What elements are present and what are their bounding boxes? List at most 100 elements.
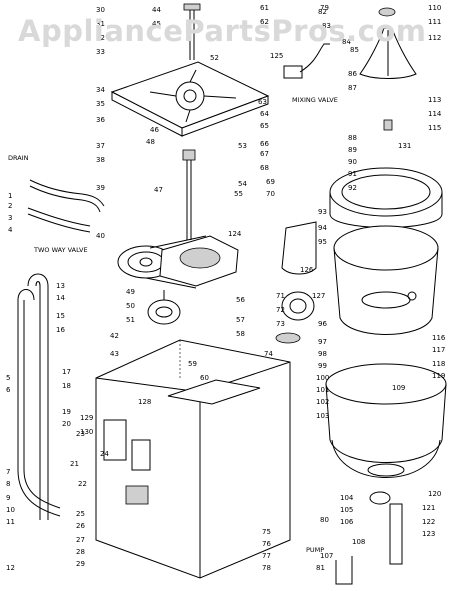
callout-77: 77 [262, 552, 271, 560]
callout-45: 45 [152, 20, 161, 28]
callout-108: 108 [352, 538, 365, 546]
callout-127: 127 [312, 292, 325, 300]
callout-117: 117 [432, 346, 445, 354]
callout-47: 47 [154, 186, 163, 194]
callout-63: 63 [258, 98, 267, 106]
callout-128: 128 [138, 398, 151, 406]
callout-85: 85 [350, 46, 359, 54]
callout-3: 3 [8, 214, 12, 222]
callout-87: 87 [348, 84, 357, 92]
callout-7: 7 [6, 468, 10, 476]
callout-62: 62 [260, 18, 269, 26]
callout-71: 71 [276, 292, 285, 300]
callout-78: 78 [262, 564, 271, 572]
callout-54: 54 [238, 180, 247, 188]
callout-4: 4 [8, 226, 13, 234]
callout-22: 22 [78, 480, 87, 488]
agitator [359, 7, 417, 131]
callout-89: 89 [348, 146, 357, 154]
callout-72: 72 [276, 306, 285, 314]
callout-111: 111 [428, 18, 441, 26]
callout-36: 36 [96, 116, 105, 124]
callout-14: 14 [56, 294, 65, 302]
label-mixing-valve: MIXING VALVE [292, 96, 338, 104]
callout-99: 99 [318, 362, 327, 370]
callout-27: 27 [76, 536, 85, 544]
callout-32: 32 [96, 34, 105, 42]
callout-layer: 3031323334353637383940123444454647484243… [6, 4, 446, 572]
callout-11: 11 [6, 518, 15, 526]
callout-110: 110 [428, 4, 441, 12]
callout-50: 50 [126, 302, 135, 310]
callout-30: 30 [96, 6, 105, 14]
callout-100: 100 [316, 374, 329, 382]
callout-113: 113 [428, 96, 441, 104]
callout-58: 58 [236, 330, 245, 338]
callout-23: 23 [76, 430, 85, 438]
callout-106: 106 [340, 518, 354, 526]
callout-24: 24 [100, 450, 109, 458]
callout-125: 125 [270, 52, 283, 60]
callout-56: 56 [236, 296, 245, 304]
agitator-shaft [182, 3, 201, 240]
callout-102: 102 [316, 398, 329, 406]
callout-37: 37 [96, 142, 105, 150]
callout-19: 19 [62, 408, 71, 416]
callout-60: 60 [200, 374, 209, 382]
cabinet [95, 339, 291, 579]
callout-74: 74 [264, 350, 273, 358]
label-pump: PUMP [306, 546, 324, 554]
callout-35: 35 [96, 100, 105, 108]
callout-112: 112 [428, 34, 441, 42]
callout-44: 44 [152, 6, 161, 14]
callout-98: 98 [318, 350, 327, 358]
callout-46: 46 [150, 126, 159, 134]
drain-hose [17, 179, 105, 520]
callout-124: 124 [228, 230, 242, 238]
callout-114: 114 [428, 110, 442, 118]
callout-96: 96 [318, 320, 327, 328]
callout-6: 6 [6, 386, 11, 394]
callout-5: 5 [6, 374, 10, 382]
callout-115: 115 [428, 124, 441, 132]
callout-57: 57 [236, 316, 245, 324]
callout-120: 120 [428, 490, 441, 498]
callout-39: 39 [96, 184, 105, 192]
callout-2: 2 [8, 202, 12, 210]
callout-95: 95 [318, 238, 327, 246]
callout-122: 122 [422, 518, 435, 526]
callout-26: 26 [76, 522, 85, 530]
callout-13: 13 [56, 282, 65, 290]
callout-28: 28 [76, 548, 85, 556]
callout-18: 18 [62, 382, 71, 390]
basket [329, 167, 443, 335]
callout-91: 91 [348, 170, 357, 178]
callout-75: 75 [262, 528, 271, 536]
callout-90: 90 [348, 158, 357, 166]
callout-15: 15 [56, 312, 65, 320]
callout-61: 61 [260, 4, 269, 12]
callout-59: 59 [188, 360, 197, 368]
mixing-valve [283, 43, 330, 79]
callout-104: 104 [340, 494, 354, 502]
callout-123: 123 [422, 530, 435, 538]
pump [335, 491, 403, 585]
callout-12: 12 [6, 564, 15, 572]
callout-55: 55 [234, 190, 243, 198]
callout-79: 79 [320, 4, 329, 12]
callout-118: 118 [432, 360, 445, 368]
callout-82: 82 [318, 8, 327, 16]
callout-42: 42 [110, 332, 119, 340]
callout-66: 66 [260, 140, 269, 148]
callout-8: 8 [6, 480, 10, 488]
callout-101: 101 [316, 386, 329, 394]
callout-65: 65 [260, 122, 269, 130]
callout-80: 80 [320, 516, 329, 524]
callout-126: 126 [300, 266, 314, 274]
callout-105: 105 [340, 506, 353, 514]
callout-83: 83 [322, 22, 331, 30]
callout-121: 121 [422, 504, 435, 512]
callout-68: 68 [260, 164, 269, 172]
callout-52: 52 [210, 54, 219, 62]
